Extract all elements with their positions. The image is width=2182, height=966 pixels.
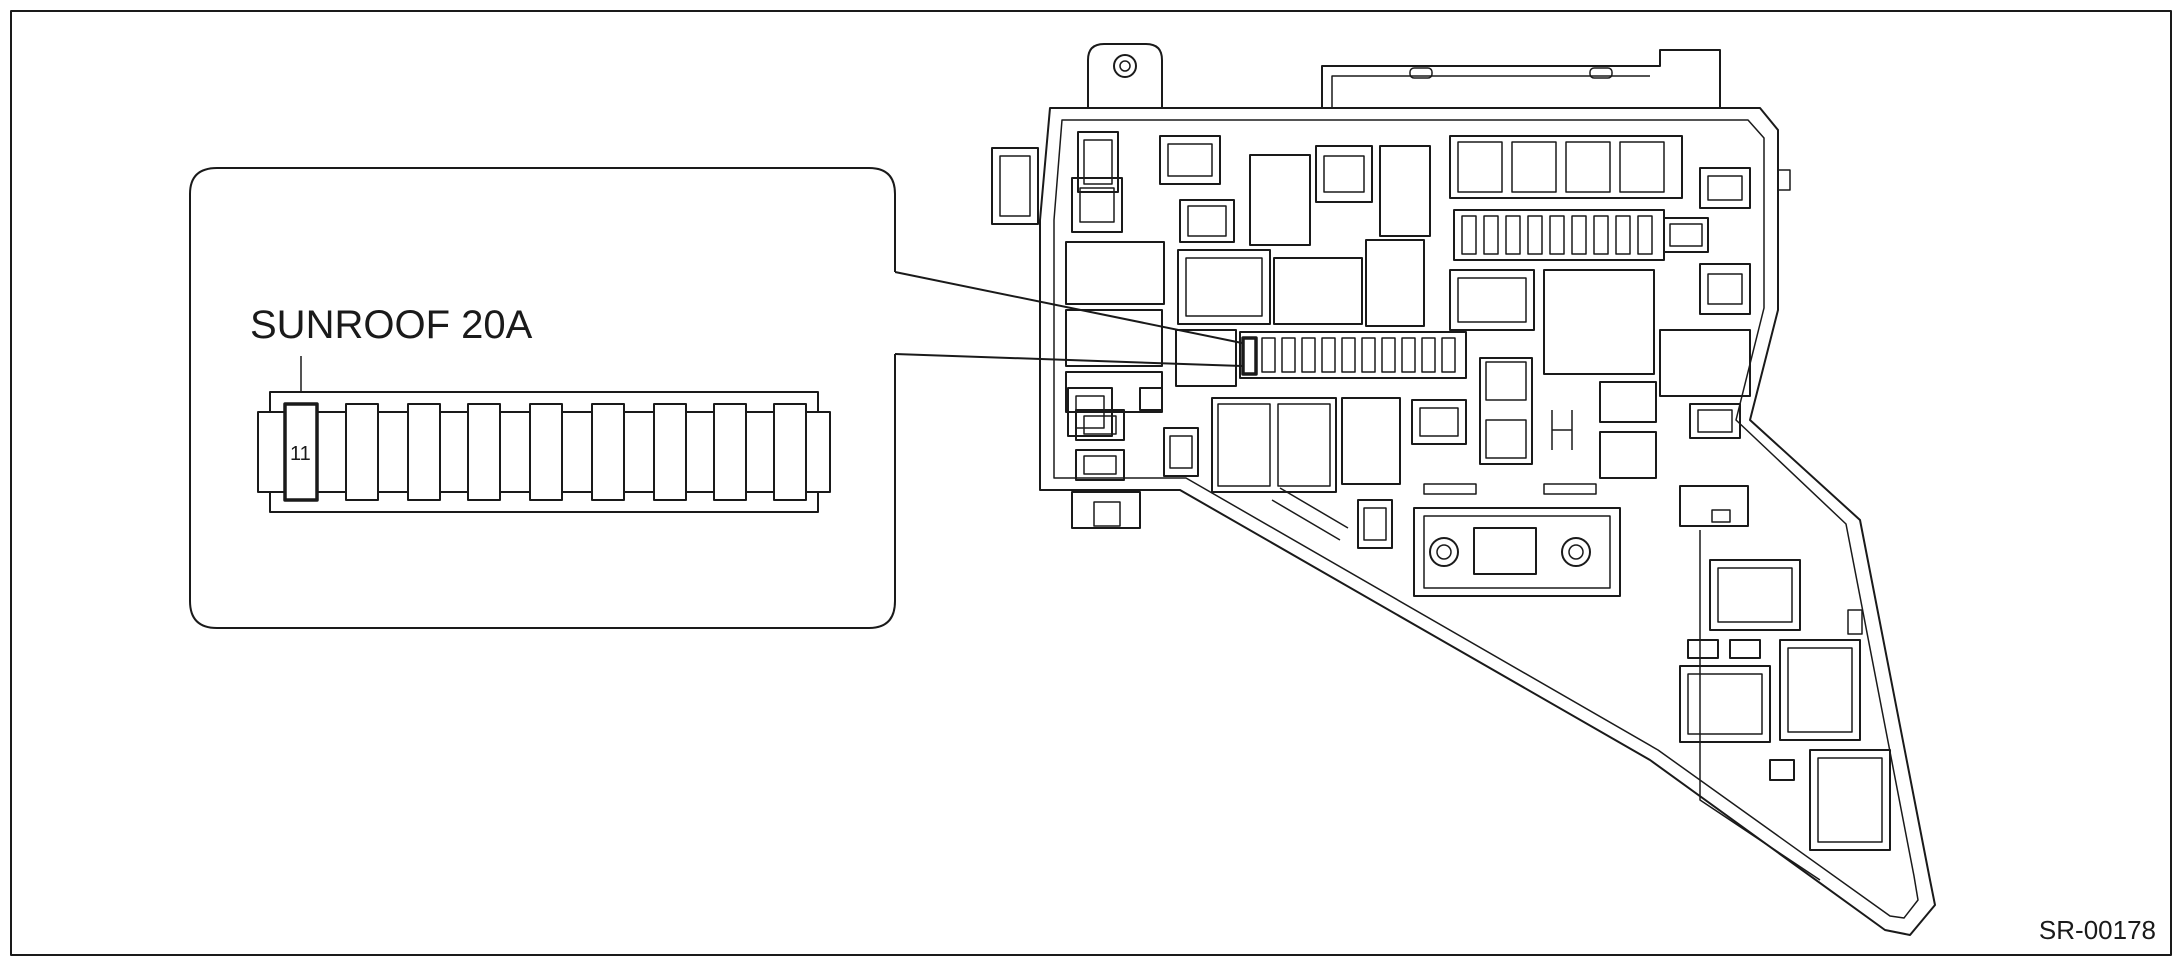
fuse-11-highlight bbox=[283, 402, 319, 502]
enlarged-fuse-block: 11 bbox=[257, 391, 831, 513]
figure-id: SR-00178 bbox=[2039, 915, 2156, 945]
figure-frame bbox=[10, 10, 2172, 956]
fuse-name-label: SUNROOF 20A bbox=[250, 303, 533, 347]
fuse-11-location-marker bbox=[1241, 336, 1258, 376]
callout-bubble: SUNROOF 20A 11 bbox=[189, 167, 1243, 629]
fuse-relay-box bbox=[991, 43, 1936, 936]
fuse-number-label: 11 bbox=[290, 443, 311, 465]
